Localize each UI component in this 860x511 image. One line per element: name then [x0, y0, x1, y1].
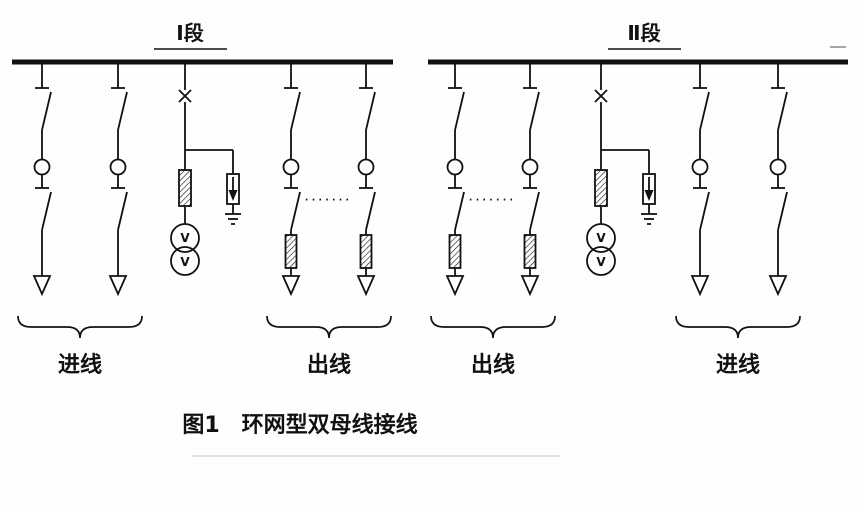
group-brace: [430, 315, 556, 339]
incoming-feeder: [33, 61, 52, 295]
group-label: 进线: [58, 352, 102, 378]
group-label: 出线: [471, 352, 515, 378]
figure-caption: 图1 环网型双母线接线: [182, 412, 417, 438]
group-label: 进线: [716, 352, 760, 378]
group-brace: [17, 315, 143, 339]
incoming-feeder: [109, 61, 128, 295]
incoming-feeder: [691, 61, 710, 295]
group-brace: [266, 315, 392, 339]
outgoing-feeder: [282, 61, 301, 295]
outgoing-feeder: [446, 61, 465, 295]
group-brace: [675, 315, 801, 339]
pt-branch: [586, 61, 658, 276]
continuation-dots: ·······: [468, 191, 515, 209]
bus1-label: Ⅰ段: [176, 21, 203, 45]
group-label: 出线: [307, 352, 351, 378]
pt-branch: [170, 61, 242, 276]
incoming-feeder: [769, 61, 788, 295]
outgoing-feeder: [357, 61, 376, 295]
outgoing-feeder: [521, 61, 540, 295]
busbar-section-1: Ⅰ段: [12, 21, 393, 65]
bus2-label: Ⅱ段: [627, 21, 660, 45]
busbar-section-2: Ⅱ段: [428, 21, 848, 65]
continuation-dots: ·······: [304, 191, 351, 209]
